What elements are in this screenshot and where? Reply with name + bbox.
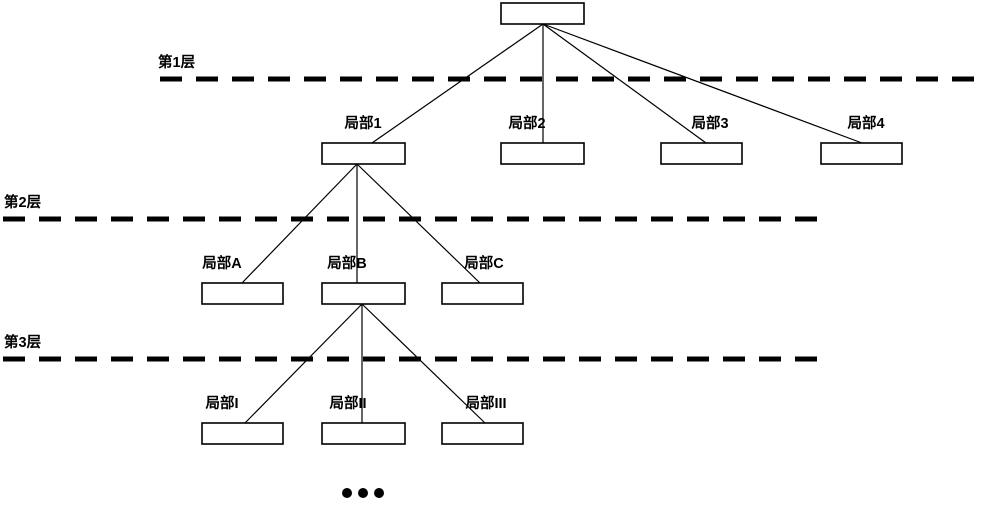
node-label-localII: 局部II	[329, 394, 366, 412]
node-localI[interactable]: 局部I	[201, 394, 284, 445]
node-label-localA: 局部A	[202, 254, 242, 272]
node-box-localB[interactable]	[321, 282, 406, 305]
node-box-localII[interactable]	[321, 422, 406, 445]
node-label-local1: 局部1	[344, 114, 381, 132]
node-box-localIII[interactable]	[441, 422, 524, 445]
node-box-root[interactable]	[500, 2, 585, 25]
node-box-local4[interactable]	[820, 142, 903, 165]
nodes-group: 局部1 局部2 局部3 局部4 局部A 局部B 局部C 局部I 局部II 局部III	[201, 2, 903, 445]
node-localB[interactable]: 局部B	[321, 254, 406, 305]
node-label-localIII: 局部III	[465, 394, 506, 412]
node-box-localC[interactable]	[441, 282, 524, 305]
node-box-local2[interactable]	[500, 142, 585, 165]
node-local3[interactable]: 局部3	[660, 114, 743, 165]
layer-label-1: 第1层	[158, 53, 195, 71]
node-local4[interactable]: 局部4	[820, 114, 903, 165]
ellipsis-dot-1	[342, 488, 352, 498]
node-label-local3: 局部3	[691, 114, 728, 132]
node-label-localI: 局部I	[205, 394, 238, 412]
node-label-local4: 局部4	[847, 114, 884, 132]
more-indicator	[342, 488, 384, 498]
edges-group	[241, 23, 863, 424]
node-local1[interactable]: 局部1	[321, 114, 406, 165]
layer-label-2: 第2层	[4, 193, 41, 211]
node-localII[interactable]: 局部II	[321, 394, 406, 445]
node-box-localA[interactable]	[201, 282, 284, 305]
node-label-localB: 局部B	[327, 254, 366, 272]
node-localIII[interactable]: 局部III	[441, 394, 524, 445]
ellipsis-dot-2	[358, 488, 368, 498]
edge-root-to-local4	[542, 23, 863, 144]
node-label-local2: 局部2	[508, 114, 545, 132]
node-local2[interactable]: 局部2	[500, 114, 585, 165]
node-label-localC: 局部C	[464, 254, 504, 272]
node-box-local3[interactable]	[660, 142, 743, 165]
edge-localB-to-localIII	[361, 303, 486, 424]
ellipsis-dot-3	[374, 488, 384, 498]
edge-local1-to-localA	[241, 163, 358, 284]
edge-root-to-local3	[542, 23, 707, 144]
edge-localB-to-localI	[244, 303, 363, 424]
edge-local1-to-localC	[356, 163, 481, 284]
node-localA[interactable]: 局部A	[201, 254, 284, 305]
node-root[interactable]	[500, 2, 585, 25]
node-box-localI[interactable]	[201, 422, 284, 445]
edge-root-to-local1	[371, 23, 544, 144]
layer-label-3: 第3层	[4, 333, 41, 351]
node-box-local1[interactable]	[321, 142, 406, 165]
node-localC[interactable]: 局部C	[441, 254, 524, 305]
